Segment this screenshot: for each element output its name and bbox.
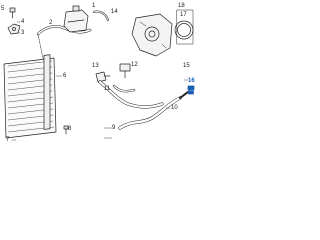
lower-hose <box>118 91 189 130</box>
callout-9: 9 <box>112 125 116 131</box>
callout-14: 14 <box>111 9 118 15</box>
callout-8: 8 <box>68 126 72 132</box>
reservoir-tank <box>63 5 89 33</box>
hose-bracket <box>119 63 131 79</box>
callout-4: 4 <box>21 19 25 25</box>
diagram-drawing <box>3 5 195 141</box>
callout-13: 13 <box>92 63 99 69</box>
reservoir-hose <box>93 10 109 21</box>
callout-18: 18 <box>178 3 185 9</box>
callout-10: 10 <box>171 105 178 111</box>
callout-7: 7 <box>6 137 10 143</box>
clip-icon <box>7 23 21 35</box>
hose-clamp-icon <box>187 85 195 95</box>
callout-16: 16 <box>188 78 195 84</box>
callout-2: 2 <box>49 20 53 26</box>
parts-diagram: 5 4 3 2 1 14 18 17 6 13 12 11 10 15 16 7… <box>0 0 200 147</box>
callout-12: 12 <box>131 62 138 68</box>
gasket <box>174 20 194 40</box>
callout-3: 3 <box>21 30 25 36</box>
callout-1: 1 <box>92 3 96 9</box>
callout-15: 15 <box>183 63 190 69</box>
radiator <box>3 54 57 139</box>
lower-hose-middle <box>98 80 164 109</box>
callout-6: 6 <box>63 73 67 79</box>
hose-fitting <box>95 71 111 83</box>
thermostat-housing <box>131 13 173 57</box>
leader-lines <box>11 75 189 141</box>
bolt-icon <box>9 7 16 19</box>
bolt-icon <box>63 125 69 135</box>
callout-11: 11 <box>104 86 111 92</box>
callout-5: 5 <box>1 6 5 12</box>
callout-17: 17 <box>180 12 187 18</box>
gasket-callout-box <box>176 9 194 45</box>
